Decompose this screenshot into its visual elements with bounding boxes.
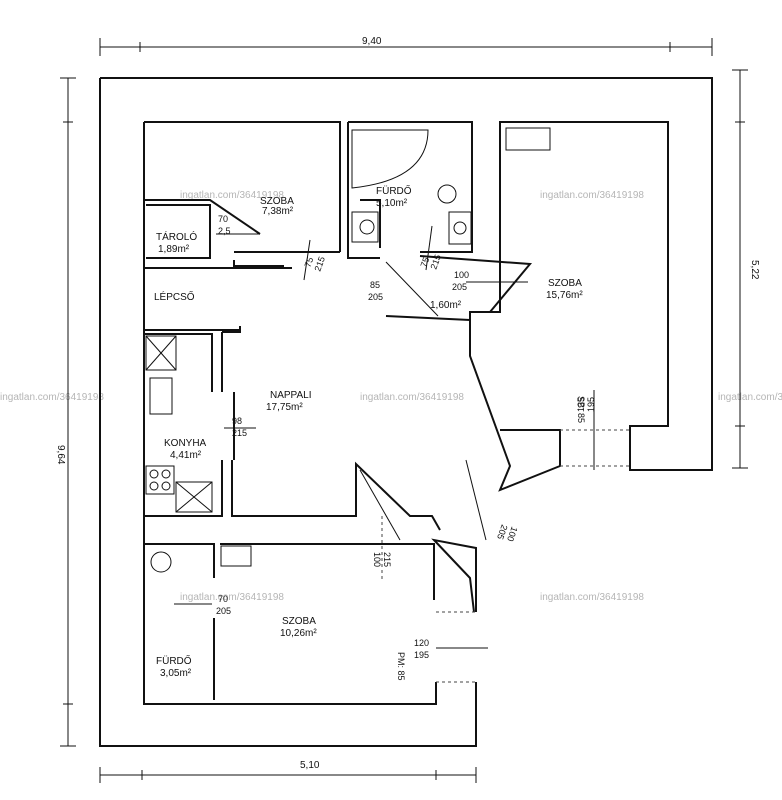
wall-szoba-bottom [144,543,435,700]
room-furdo-bottom-area: 3,05m² [160,668,192,679]
door-furdo-top-height: 215 [428,253,443,271]
room-furdo-top-area: 5,10m² [376,198,408,209]
door-szoba-top-left-height: 215 [312,255,327,273]
door-tarolo-width: 70 [218,214,228,224]
door-szoba-right-height: 205 [452,282,467,292]
washer-top [351,211,379,243]
watermark-1: ingatlan.com/36419198 [180,190,284,201]
room-furdo-top-name: FÜRDŐ [376,183,412,197]
sink-basin-top [453,221,467,235]
room-szoba-right-name: SZOBA [548,278,582,289]
door-furdo-top-width: 75 [418,256,431,269]
room-szoba-top-left-area: 7,38m² [262,206,294,217]
door-tarolo-height: 2,5 [218,226,231,236]
watermark-3: ingatlan.com/36419198 [0,392,104,403]
room-tarolo-name: TÁROLÓ [156,230,197,243]
door-szoba-bottom-width: 100 [372,552,382,567]
room-nappali-name: NAPPALI [270,390,312,401]
dim-top: 9,40 [362,36,382,47]
room-konyha-name: KONYHA [164,438,207,449]
wall-szoba-right-entry [385,255,533,321]
kitchen-sink [149,377,173,415]
watermark-7: ingatlan.com/36419198 [540,592,644,603]
room-szoba-bottom-area: 10,26m² [280,628,317,639]
room-furdo-bottom-name: FÜRDŐ [156,653,192,667]
room-nappali-area: 17,75m² [266,402,303,413]
window-right-label: SB: 85 [576,396,586,423]
fridge-cross-2 [175,481,213,513]
door-hall-left-width: 85 [370,280,380,290]
wall-nappali-left [221,330,441,531]
door-hall-left-height: 205 [368,292,383,302]
watermark-6: ingatlan.com/36419198 [180,592,284,603]
dim-right: 5,22 [749,260,760,280]
window-right-width: 135 [576,397,586,412]
watermark-5: ingatlan.com/36419198 [718,392,782,403]
door-nappali-height: 215 [232,428,247,438]
window-bottom-label: PM: 85 [396,652,406,681]
window-right-height: 195 [586,397,596,412]
dim-bottom: 5,10 [300,760,320,771]
door-entry-height: 205 [495,523,510,541]
room-tarolo-area: 1,89m² [158,244,190,255]
sink-top-furdo [448,211,472,245]
outer-wall-inner [143,122,437,705]
room-hall-area: 1,60m² [430,300,462,311]
dim-left: 9,64 [55,445,66,465]
door-furdo-bottom-width: 70 [218,594,228,604]
room-szoba-right-area: 15,76m² [546,290,583,301]
window-bottom-width: 120 [414,638,429,648]
window-bottom-height: 195 [414,650,429,660]
washer-drum-top [359,219,375,235]
outer-wall-outline [99,77,713,747]
sink-right-room [505,127,551,151]
kitchen-stove [145,465,175,495]
watermark-2: ingatlan.com/36419198 [540,190,644,201]
wall-furdo-top [347,121,473,259]
room-szoba-bottom-name: SZOBA [282,616,316,627]
range-hood-cross-2 [145,335,177,371]
kitchen-fridge [175,481,213,513]
door-nappali-width: 98 [232,416,242,426]
door-furdo-bottom-height: 205 [216,606,231,616]
wall-konyha [144,333,223,517]
room-szoba-top-left-name: SZOBA [260,196,294,207]
stove-burner-1 [149,469,159,479]
kitchen-range-hood [145,335,177,371]
door-swings [174,225,630,683]
room-lepcso-name: LÉPCSŐ [154,289,195,303]
dimension-lines [60,38,748,783]
room-konyha-area: 4,41m² [170,450,202,461]
door-entry-width: 100 [505,525,520,543]
toilet-bottom [150,551,172,573]
shower-arc [351,129,429,189]
stove-burner-4 [161,481,171,491]
watermarks: ingatlan.com/36419198 ingatlan.com/36419… [0,190,782,603]
sink-bottom-room [220,545,252,567]
toilet-top [437,184,457,204]
door-szoba-right-width: 100 [454,270,469,280]
watermark-4: ingatlan.com/36419198 [360,392,464,403]
door-szoba-bottom-height: 215 [382,552,392,567]
stove-burner-3 [149,481,159,491]
door-szoba-top-left-width: 75 [302,256,315,269]
wall-szoba-top-left [144,121,341,253]
stove-burner-2 [161,469,171,479]
wall-tarolo [146,204,284,267]
